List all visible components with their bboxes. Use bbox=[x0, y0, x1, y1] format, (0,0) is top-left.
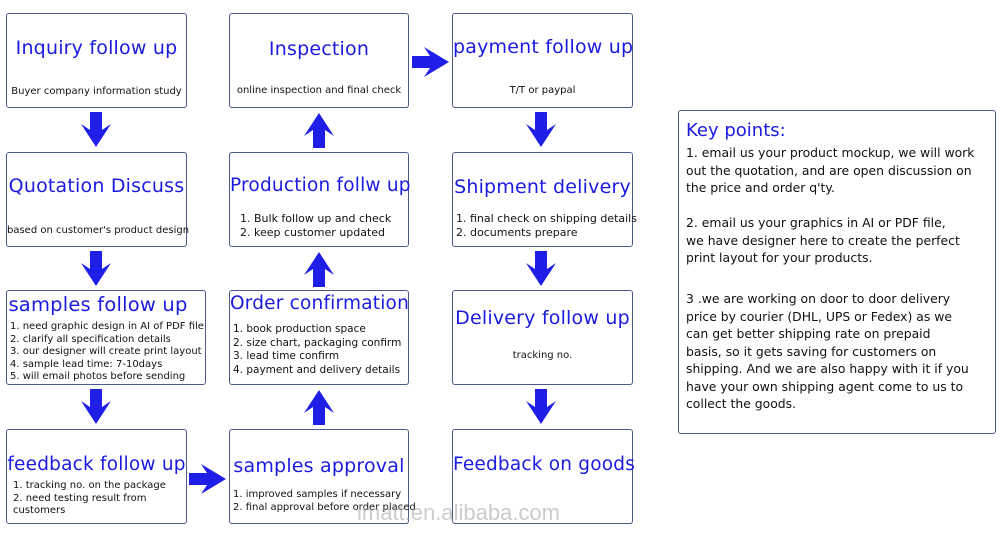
arrow-up-icon bbox=[304, 390, 334, 425]
quotation-title: Quotation Discuss bbox=[8, 175, 185, 197]
payment-box: payment follow up T/T or paypal bbox=[452, 13, 633, 108]
arrow-down-icon bbox=[81, 251, 111, 286]
list-item: 2. keep customer updated bbox=[240, 226, 386, 239]
key-point-1: 1. email us your product mockup, we will… bbox=[686, 145, 975, 195]
samples-approval-list: 1. improved samples if necessary 2. fina… bbox=[233, 489, 416, 514]
list-item: 4. payment and delivery details bbox=[233, 363, 401, 376]
list-item: 2. documents prepare bbox=[456, 226, 578, 239]
inspection-box: Inspection online inspection and final c… bbox=[229, 13, 409, 108]
list-item: 1. final check on shipping details bbox=[456, 212, 637, 225]
shipment-list: 1. final check on shipping details 2. do… bbox=[456, 212, 637, 240]
payment-subtitle: T/T or paypal bbox=[509, 85, 576, 96]
list-item: 1. tracking no. on the package bbox=[13, 480, 166, 491]
key-points-panel: Key points: 1. email us your product moc… bbox=[678, 110, 996, 434]
arrow-right-icon bbox=[189, 464, 226, 494]
production-box: Production follw up 1. Bulk follow up an… bbox=[229, 152, 411, 247]
feedback-goods-title: Feedback on goods bbox=[453, 454, 636, 475]
inspection-title: Inspection bbox=[268, 38, 370, 60]
list-item: 2. need testing result from bbox=[13, 492, 147, 504]
key-points-title: Key points: bbox=[686, 120, 786, 141]
arrow-down-icon bbox=[526, 251, 556, 286]
samples-approval-title: samples approval bbox=[233, 455, 405, 477]
order-list: 1. book production space 2. size chart, … bbox=[233, 323, 401, 377]
list-item: 2. clarify all specification details bbox=[10, 333, 171, 345]
list-item: 1. book production space bbox=[233, 323, 366, 335]
watermark: lmatt.en.alibaba.com bbox=[357, 500, 560, 525]
delivery-box: Delivery follow up tracking no. bbox=[452, 290, 633, 385]
list-item: 5. will email photos before sending bbox=[10, 371, 186, 383]
arrow-down-icon bbox=[526, 389, 556, 424]
arrow-up-icon bbox=[304, 252, 334, 287]
order-title: Order confirmation bbox=[230, 293, 409, 314]
arrow-right-icon bbox=[412, 47, 449, 77]
inquiry-subtitle: Buyer company information study bbox=[11, 86, 182, 97]
list-item: 1. need graphic design in AI of PDF file bbox=[10, 321, 204, 332]
list-item: 1. improved samples if necessary bbox=[233, 489, 402, 500]
production-title: Production follw up bbox=[230, 175, 411, 196]
delivery-subtitle: tracking no. bbox=[512, 350, 573, 361]
list-item: 2. size chart, packaging confirm bbox=[233, 336, 402, 349]
payment-title: payment follow up bbox=[453, 36, 634, 58]
samples-follow-title: samples follow up bbox=[8, 293, 188, 316]
arrow-down-icon bbox=[81, 389, 111, 424]
key-point-2: 2. email us your graphics in AI or PDF f… bbox=[686, 215, 960, 265]
quotation-box: Quotation Discuss based on customer's pr… bbox=[6, 152, 190, 247]
list-item: 1. Bulk follow up and check bbox=[240, 212, 392, 225]
order-box: Order confirmation 1. book production sp… bbox=[229, 290, 409, 385]
arrow-down-icon bbox=[526, 112, 556, 147]
list-item: 4. sample lead time: 7-10days bbox=[10, 358, 163, 370]
shipment-box: Shipment delivery 1. final check on ship… bbox=[452, 152, 637, 247]
key-point-3: 3 .we are working on door to door delive… bbox=[686, 291, 969, 411]
arrow-down-icon bbox=[81, 112, 111, 147]
production-list: 1. Bulk follow up and check 2. keep cust… bbox=[240, 212, 391, 240]
list-item: 3. lead time confirm bbox=[233, 350, 340, 362]
feedback-follow-title: feedback follow up bbox=[7, 454, 186, 475]
list-item: customers bbox=[13, 505, 66, 517]
list-item: 2. final approval before order placed bbox=[233, 501, 416, 513]
feedback-goods-box: Feedback on goods bbox=[452, 429, 636, 524]
quotation-subtitle: based on customer's product design bbox=[7, 225, 190, 236]
samples-follow-box: samples follow up 1. need graphic design… bbox=[6, 290, 206, 385]
samples-follow-list: 1. need graphic design in AI of PDF file… bbox=[10, 321, 204, 384]
inspection-subtitle: online inspection and final check bbox=[236, 85, 402, 96]
shipment-title: Shipment delivery bbox=[454, 176, 631, 198]
arrow-up-icon bbox=[304, 113, 334, 148]
inquiry-title: Inquiry follow up bbox=[15, 37, 178, 59]
samples-approval-box: samples approval 1. improved samples if … bbox=[229, 429, 416, 524]
inquiry-box: Inquiry follow up Buyer company informat… bbox=[6, 13, 187, 108]
list-item: 3. our designer will create print layout bbox=[10, 346, 202, 358]
delivery-title: Delivery follow up bbox=[455, 307, 630, 329]
feedback-follow-box: feedback follow up 1. tracking no. on th… bbox=[6, 429, 187, 524]
feedback-follow-list: 1. tracking no. on the package 2. need t… bbox=[13, 480, 166, 518]
